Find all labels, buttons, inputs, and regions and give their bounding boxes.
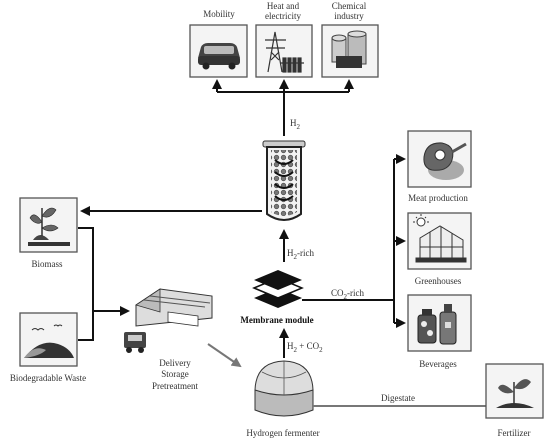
waste-label: Biodegradable Waste [10,373,86,383]
mobility-node: Mobility [189,9,248,78]
waste-box [19,312,78,367]
chem-label-line1: Chemical [332,1,367,11]
truck-icon [124,332,146,353]
h2-co2-label: H2 + CO2 [287,341,323,354]
fermenter-label: Hydrogen fermenter [246,428,319,438]
greenhouse-icon [413,214,467,263]
bottles-icon [417,304,457,345]
meat-icon [423,142,467,180]
heat-label-line2: electricity [265,11,301,21]
biomass-feed-line [78,227,94,311]
sprout-icon [496,379,534,408]
waste-feed-line [78,311,94,341]
chemical-industry-node: Chemical industry [321,1,379,78]
heat-label-line1: Heat and [267,1,300,11]
hydrogen-distribution: H2 [212,79,354,136]
delivery-label-line3: Pretreatment [152,381,198,391]
membrane-stack-icon [252,270,304,308]
fertilizer-label: Fertilizer [498,428,531,438]
warehouse-icon [135,288,213,327]
delivery-to-fermenter-arrow [207,343,242,368]
fermenter-tank-icon [254,360,314,417]
heat-electricity-node: Heat and electricity [255,1,313,78]
greenhouses-node: Greenhouses [407,212,472,286]
fertilizer-node: Fertilizer [485,363,544,438]
digestate-label: Digestate [381,393,415,403]
waste-node: Biodegradable Waste [10,312,86,383]
biomass-label: Biomass [31,259,63,269]
meat-production-node: Meat production [407,130,472,203]
delivery-label-line2: Storage [161,369,189,379]
mobility-label: Mobility [203,9,235,19]
reactor-tube-icon [262,140,306,221]
car-icon [198,43,240,70]
chemical-tanks-icon [331,30,367,68]
chem-label-line2: industry [334,11,364,21]
h2-rich-label: H2-rich [287,248,314,261]
h2-label: H2 [290,118,301,131]
meat-label: Meat production [408,193,468,203]
greenhouses-label: Greenhouses [415,276,462,286]
power-tower-icon [265,31,304,73]
beverages-label: Beverages [419,359,457,369]
waste-pile-icon [24,324,74,358]
membrane-label: Membrane module [240,315,313,325]
plant-icon [28,207,70,246]
beverages-node: Beverages [407,294,472,369]
co2-rich-label: CO2-rich [331,288,365,301]
delivery-label-line1: Delivery [159,358,191,368]
biomass-node: Biomass [19,197,78,269]
delivery-node: Delivery Storage Pretreatment [124,288,213,391]
